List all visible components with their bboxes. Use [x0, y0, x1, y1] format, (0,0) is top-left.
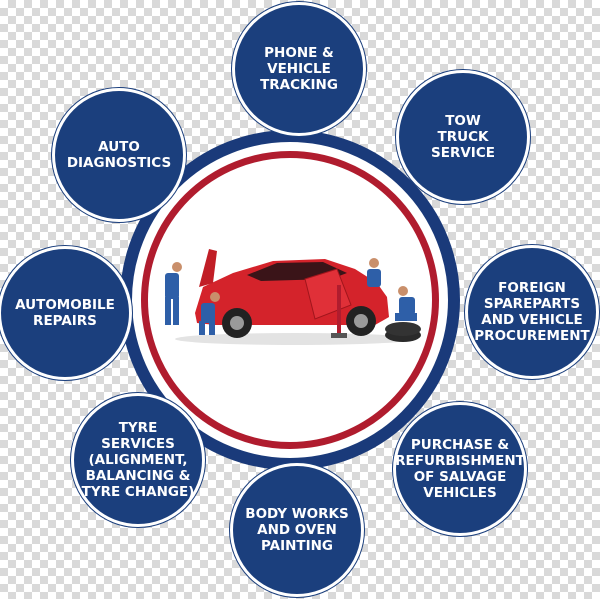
service-tyre-services: TYRE SERVICES (ALIGNMENT, BALANCING & TY…	[71, 393, 205, 527]
service-auto-diagnostics: AUTO DIAGNOSTICS	[52, 88, 186, 222]
service-phone-vehicle-tracking: PHONE & VEHICLE TRACKING	[232, 2, 366, 136]
service-foreign-spareparts: FOREIGN SPAREPARTS AND VEHICLE PROCUREME…	[465, 245, 599, 379]
service-label: BODY WORKS AND OVEN PAINTING	[245, 505, 349, 555]
service-automobile-repairs: AUTOMOBILE REPAIRS	[0, 246, 132, 380]
service-label: PURCHASE & REFURBISHMENT OF SALVAGE VEHI…	[395, 436, 525, 502]
service-body-works-painting: BODY WORKS AND OVEN PAINTING	[230, 463, 364, 597]
service-label: PHONE & VEHICLE TRACKING	[260, 44, 338, 94]
car-repair-illustration	[165, 249, 421, 345]
service-tow-truck: TOW TRUCK SERVICE	[396, 70, 530, 204]
service-label: TYRE SERVICES (ALIGNMENT, BALANCING & TY…	[81, 419, 195, 501]
service-purchase-refurbishment: PURCHASE & REFURBISHMENT OF SALVAGE VEHI…	[393, 402, 527, 536]
service-label: AUTOMOBILE REPAIRS	[15, 296, 115, 329]
service-label: AUTO DIAGNOSTICS	[66, 138, 172, 171]
service-label: FOREIGN SPAREPARTS AND VEHICLE PROCUREME…	[474, 279, 590, 345]
service-label: TOW TRUCK SERVICE	[431, 112, 495, 162]
